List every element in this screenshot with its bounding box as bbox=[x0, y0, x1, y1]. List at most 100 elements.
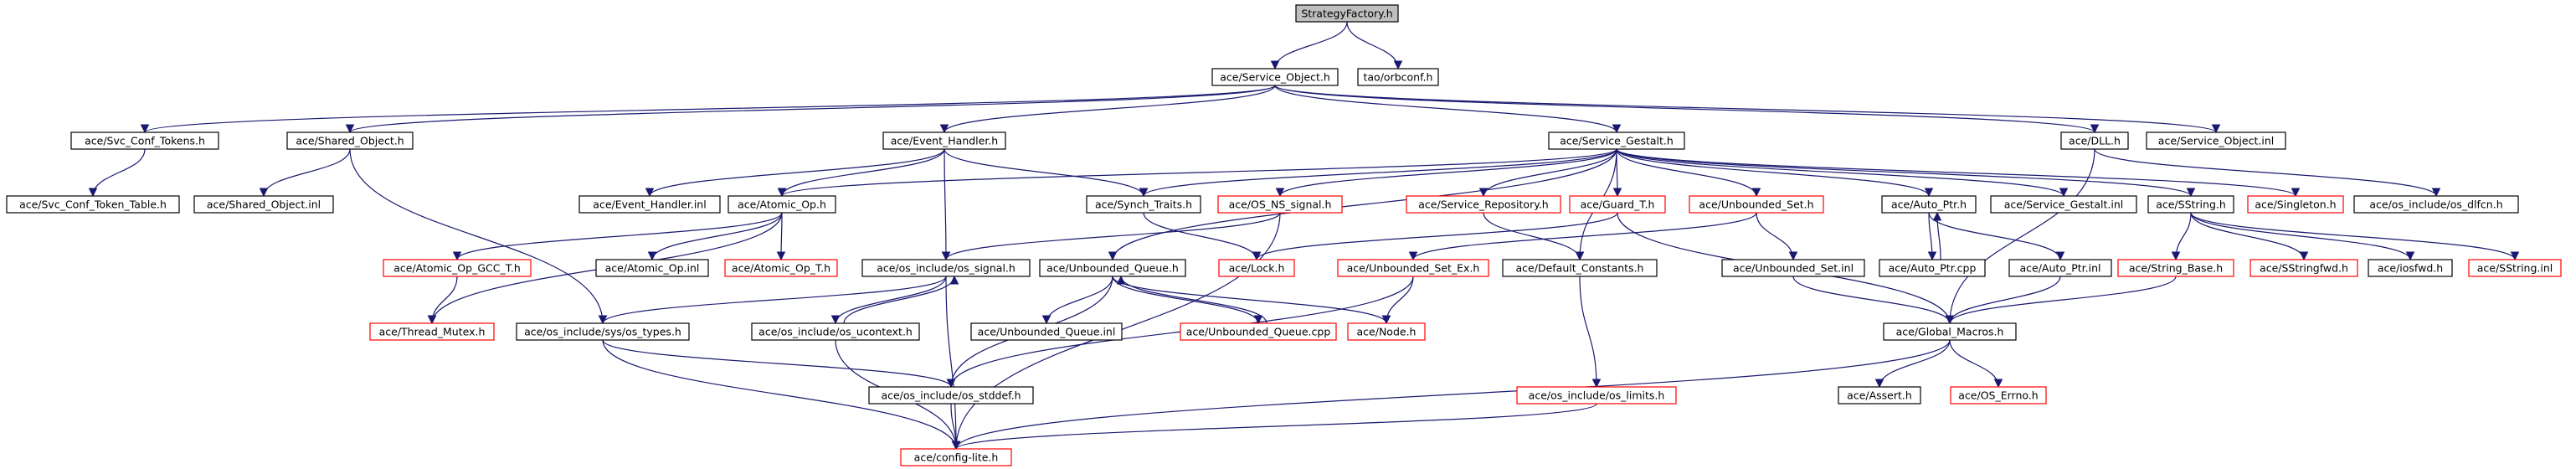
node-os-types[interactable]: ace/os_include/sys/os_types.h bbox=[516, 322, 690, 341]
node-sstringfwd[interactable]: ace/SStringfwd.h bbox=[2250, 259, 2358, 277]
edge-svc-obj-h-to-svc-conf-tokens bbox=[141, 85, 1276, 134]
node-event-handler-h[interactable]: ace/Event_Handler.h bbox=[882, 131, 1006, 150]
node-root[interactable]: StrategyFactory.h bbox=[1295, 4, 1399, 23]
node-svc-gestalt-h[interactable]: ace/Service_Gestalt.h bbox=[1548, 131, 1685, 150]
node-auto-ptr-cpp[interactable]: ace/Auto_Ptr.cpp bbox=[1879, 259, 1986, 277]
node-label: ace/os_include/os_limits.h bbox=[1529, 389, 1665, 402]
node-event-handler-inl[interactable]: ace/Event_Handler.inl bbox=[578, 195, 721, 214]
node-label: ace/Unbounded_Set.inl bbox=[1733, 262, 1854, 275]
node-label: ace/Shared_Object.h bbox=[296, 135, 404, 147]
node-label: ace/Unbounded_Queue.inl bbox=[978, 326, 1116, 338]
node-dll-h[interactable]: ace/DLL.h bbox=[2060, 131, 2129, 150]
node-label: ace/Auto_Ptr.cpp bbox=[1889, 262, 1977, 275]
node-config-lite[interactable]: ace/config-lite.h bbox=[900, 448, 1012, 466]
node-thread-mutex[interactable]: ace/Thread_Mutex.h bbox=[369, 322, 495, 341]
edge-event-handler-h-to-synch-traits bbox=[944, 148, 1149, 198]
node-box bbox=[1217, 195, 1343, 214]
node-box bbox=[383, 259, 532, 277]
node-sstring-h[interactable]: ace/SString.h bbox=[2147, 195, 2234, 214]
edge-svc-obj-h-to-shared-obj-h bbox=[345, 85, 1276, 134]
node-lock-h[interactable]: ace/Lock.h bbox=[1218, 259, 1295, 277]
node-label: ace/Event_Handler.inl bbox=[593, 198, 706, 211]
node-svc-obj-h[interactable]: ace/Service_Object.h bbox=[1211, 68, 1339, 86]
node-label: ace/Global_Macros.h bbox=[1896, 326, 2004, 338]
edge-dll-h-to-global-macros bbox=[1945, 148, 2095, 325]
node-default-constants[interactable]: ace/Default_Constants.h bbox=[1502, 259, 1658, 277]
node-sstring-inl[interactable]: ace/SString.inl bbox=[2468, 259, 2562, 277]
node-atomic-op-gcc[interactable]: ace/Atomic_Op_GCC_T.h bbox=[383, 259, 532, 277]
node-atomic-op-t[interactable]: ace/Atomic_Op_T.h bbox=[724, 259, 838, 277]
node-iosfwd[interactable]: ace/iosfwd.h bbox=[2368, 259, 2453, 277]
edge-svc-obj-h-to-svc-obj-inl bbox=[1274, 85, 2221, 134]
node-label: ace/Auto_Ptr.inl bbox=[2020, 262, 2101, 275]
node-global-macros[interactable]: ace/Global_Macros.h bbox=[1883, 322, 2017, 341]
edge-unbounded-queue-h-to-unbounded-queue-inl bbox=[1041, 276, 1113, 325]
node-singleton[interactable]: ace/Singleton.h bbox=[2247, 195, 2344, 214]
node-label: ace/Service_Gestalt.h bbox=[1560, 135, 1674, 147]
node-guard-t[interactable]: ace/Guard_T.h bbox=[1569, 195, 1666, 214]
node-label: StrategyFactory.h bbox=[1301, 8, 1392, 20]
node-label: ace/Unbounded_Queue.h bbox=[1046, 262, 1179, 275]
node-box bbox=[1180, 322, 1337, 341]
edge-os-ucontext-to-os-signal bbox=[843, 275, 959, 324]
node-box bbox=[1357, 68, 1439, 86]
node-atomic-op-inl[interactable]: ace/Atomic_Op.inl bbox=[595, 259, 709, 277]
node-os-ucontext[interactable]: ace/os_include/os_ucontext.h bbox=[751, 322, 920, 341]
node-orbconf[interactable]: tao/orbconf.h bbox=[1357, 68, 1439, 86]
node-svc-gestalt-inl[interactable]: ace/Service_Gestalt.inl bbox=[1990, 195, 2137, 214]
node-box bbox=[2250, 259, 2358, 277]
node-box bbox=[6, 195, 180, 214]
node-box bbox=[1211, 68, 1339, 86]
node-box bbox=[516, 322, 690, 341]
edge-event-handler-h-to-os-signal bbox=[941, 148, 951, 261]
edge-sstring-h-to-string-base bbox=[2171, 212, 2192, 261]
node-unbounded-queue-inl[interactable]: ace/Unbounded_Queue.inl bbox=[970, 322, 1123, 341]
node-unbounded-queue-cpp[interactable]: ace/Unbounded_Queue.cpp bbox=[1180, 322, 1337, 341]
node-box bbox=[1950, 386, 2047, 405]
node-os-errno[interactable]: ace/OS_Errno.h bbox=[1950, 386, 2047, 405]
node-box bbox=[2060, 131, 2129, 150]
node-os-ns-signal[interactable]: ace/OS_NS_signal.h bbox=[1217, 195, 1343, 214]
node-label: ace/DLL.h bbox=[2069, 135, 2121, 147]
edge-guard-t-to-lock-h bbox=[1252, 212, 1618, 261]
node-label: ace/Assert.h bbox=[1847, 389, 1912, 402]
node-shared-obj-h[interactable]: ace/Shared_Object.h bbox=[286, 131, 414, 150]
node-box bbox=[1548, 131, 1685, 150]
edge-svc-conf-tokens-to-svc-conf-token-table bbox=[88, 148, 146, 198]
node-unbounded-set-ex[interactable]: ace/Unbounded_Set_Ex.h bbox=[1337, 259, 1489, 277]
node-unbounded-set-inl[interactable]: ace/Unbounded_Set.inl bbox=[1721, 259, 1865, 277]
node-svc-obj-inl[interactable]: ace/Service_Object.inl bbox=[2146, 131, 2286, 150]
node-box bbox=[1295, 4, 1399, 23]
edge-shared-obj-h-to-shared-obj-inl bbox=[259, 148, 351, 198]
node-box bbox=[728, 195, 836, 214]
node-svc-conf-token-table[interactable]: ace/Svc_Conf_Token_Table.h bbox=[6, 195, 180, 214]
node-synch-traits[interactable]: ace/Synch_Traits.h bbox=[1086, 195, 1201, 214]
edge-atomic-op-h-to-atomic-op-inl bbox=[647, 212, 783, 261]
node-unbounded-queue-h[interactable]: ace/Unbounded_Queue.h bbox=[1039, 259, 1186, 277]
node-atomic-op-h[interactable]: ace/Atomic_Op.h bbox=[728, 195, 836, 214]
node-shared-obj-inl[interactable]: ace/Shared_Object.inl bbox=[193, 195, 334, 214]
node-label: ace/Unbounded_Set.h bbox=[1699, 198, 1813, 211]
node-auto-ptr-inl[interactable]: ace/Auto_Ptr.inl bbox=[2008, 259, 2112, 277]
node-os-signal[interactable]: ace/os_include/os_signal.h bbox=[861, 259, 1031, 277]
node-box bbox=[861, 259, 1031, 277]
node-label: ace/Service_Object.inl bbox=[2158, 135, 2274, 147]
node-string-base[interactable]: ace/String_Base.h bbox=[2117, 259, 2234, 277]
node-box bbox=[1406, 195, 1561, 214]
node-label: ace/Thread_Mutex.h bbox=[379, 326, 486, 338]
node-unbounded-set-h[interactable]: ace/Unbounded_Set.h bbox=[1689, 195, 1824, 214]
node-svc-repository[interactable]: ace/Service_Repository.h bbox=[1406, 195, 1561, 214]
node-label: ace/Service_Repository.h bbox=[1418, 198, 1548, 211]
node-svc-conf-tokens[interactable]: ace/Svc_Conf_Tokens.h bbox=[70, 131, 219, 150]
edge-svc-repository-to-default-constants bbox=[1483, 212, 1585, 261]
edge-global-macros-to-os-errno bbox=[1949, 339, 2003, 389]
edge-default-constants-to-os-limits bbox=[1579, 276, 1602, 389]
node-os-dlfcn[interactable]: ace/os_include/os_dlfcn.h bbox=[2353, 195, 2519, 214]
edge-svc-gestalt-h-to-svc-repository bbox=[1478, 148, 1617, 198]
node-os-limits[interactable]: ace/os_include/os_limits.h bbox=[1516, 386, 1677, 405]
node-assert-h[interactable]: ace/Assert.h bbox=[1838, 386, 1921, 405]
node-os-stddef[interactable]: ace/os_include/os_stddef.h bbox=[868, 386, 1034, 405]
edge-dll-h-to-os-dlfcn bbox=[2094, 148, 2441, 198]
node-node-h[interactable]: ace/Node.h bbox=[1347, 322, 1426, 341]
node-auto-ptr-h[interactable]: ace/Auto_Ptr.h bbox=[1881, 195, 1977, 214]
